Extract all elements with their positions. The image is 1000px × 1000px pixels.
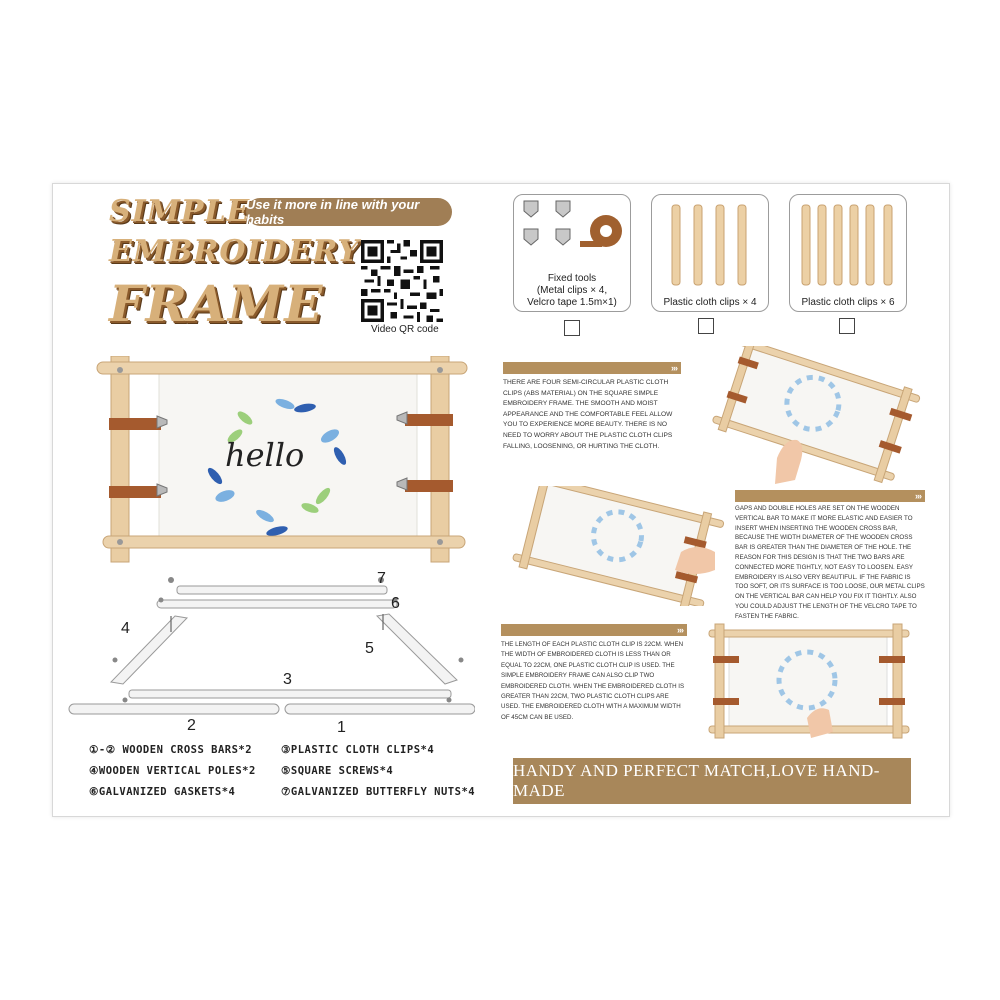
clips-6-caption: Plastic cloth clips × 6 xyxy=(801,297,895,308)
part-number-6: 6 xyxy=(391,595,400,612)
title-line-2: EMBROIDERY xyxy=(109,234,360,269)
chevrons-icon: ››› xyxy=(671,363,678,373)
tagline-pill: Use it more in line with your habits xyxy=(246,197,452,227)
legend-item: ⑦GALVANIZED BUTTERFLY NUTS*4 xyxy=(281,786,476,798)
frame-photo xyxy=(96,356,468,563)
part-number-4: 4 xyxy=(121,620,130,637)
parts-diagram xyxy=(68,577,475,715)
legend-item: ⑥GALVANIZED GASKETS*4 xyxy=(89,786,236,798)
metal-clips-and-velcro-icon xyxy=(523,200,622,247)
part-number-5: 5 xyxy=(365,640,374,657)
legend-item: ⑤SQUARE SCREWS*4 xyxy=(281,765,394,777)
section-band-3: ››› xyxy=(501,624,687,636)
title-line-3: FRAME xyxy=(109,274,324,333)
chevrons-icon: ››› xyxy=(677,625,684,635)
photo-frame-hand-1 xyxy=(712,346,921,484)
product-sheet: SIMPLE EMBROIDERY FRAME Use it more in l… xyxy=(52,183,950,817)
part-number-2: 2 xyxy=(187,717,196,734)
legend-item: ④WOODEN VERTICAL POLES*2 xyxy=(89,765,256,777)
section-band-2: ››› xyxy=(735,490,925,502)
option-checkbox-clips-6[interactable] xyxy=(839,318,855,334)
plastic-clips-4-icon xyxy=(671,204,747,286)
option-checkbox-clips-4[interactable] xyxy=(698,318,714,334)
part-number-3: 3 xyxy=(283,671,292,688)
photo-frame-hand-3 xyxy=(708,623,910,739)
option-checkbox-fixed-tools[interactable] xyxy=(564,320,580,336)
photo-frame-hand-2 xyxy=(512,486,725,606)
bottom-banner: HANDY AND PERFECT MATCH,LOVE HAND-MADE xyxy=(513,758,911,804)
fixed-tools-caption-3: Velcro tape 1.5m×1) xyxy=(527,297,617,308)
option-box-clips-6[interactable]: Plastic cloth clips × 6 xyxy=(789,194,907,312)
section-band-1: ››› xyxy=(503,362,681,374)
option-box-clips-4[interactable]: Plastic cloth clips × 4 xyxy=(651,194,769,312)
paragraph-clips: THERE ARE FOUR SEMI-CIRCULAR PLASTIC CLO… xyxy=(503,379,673,450)
embroidery-text: hello xyxy=(225,436,305,474)
qr-code[interactable] xyxy=(361,240,443,322)
paragraph-gaps: GAPS AND DOUBLE HOLES ARE SET ON THE WOO… xyxy=(735,505,925,620)
paragraph-length: THE LENGTH OF EACH PLASTIC CLOTH CLIP IS… xyxy=(501,641,685,721)
fixed-tools-caption-2: (Metal clips × 4, xyxy=(536,285,608,296)
fixed-tools-caption-1: Fixed tools xyxy=(547,273,597,284)
legend-item: ③PLASTIC CLOTH CLIPS*4 xyxy=(281,744,435,756)
part-number-1: 1 xyxy=(337,719,346,736)
plastic-clips-6-icon xyxy=(801,204,893,286)
clips-4-caption: Plastic cloth clips × 4 xyxy=(663,297,757,308)
option-box-fixed-tools[interactable]: Fixed tools (Metal clips × 4, Velcro tap… xyxy=(513,194,631,312)
qr-caption: Video QR code xyxy=(371,324,439,335)
chevrons-icon: ››› xyxy=(915,491,922,501)
title-line-1: SIMPLE xyxy=(109,194,251,229)
part-number-7: 7 xyxy=(377,570,386,587)
legend-item: ①-② WOODEN CROSS BARS*2 xyxy=(89,744,253,756)
